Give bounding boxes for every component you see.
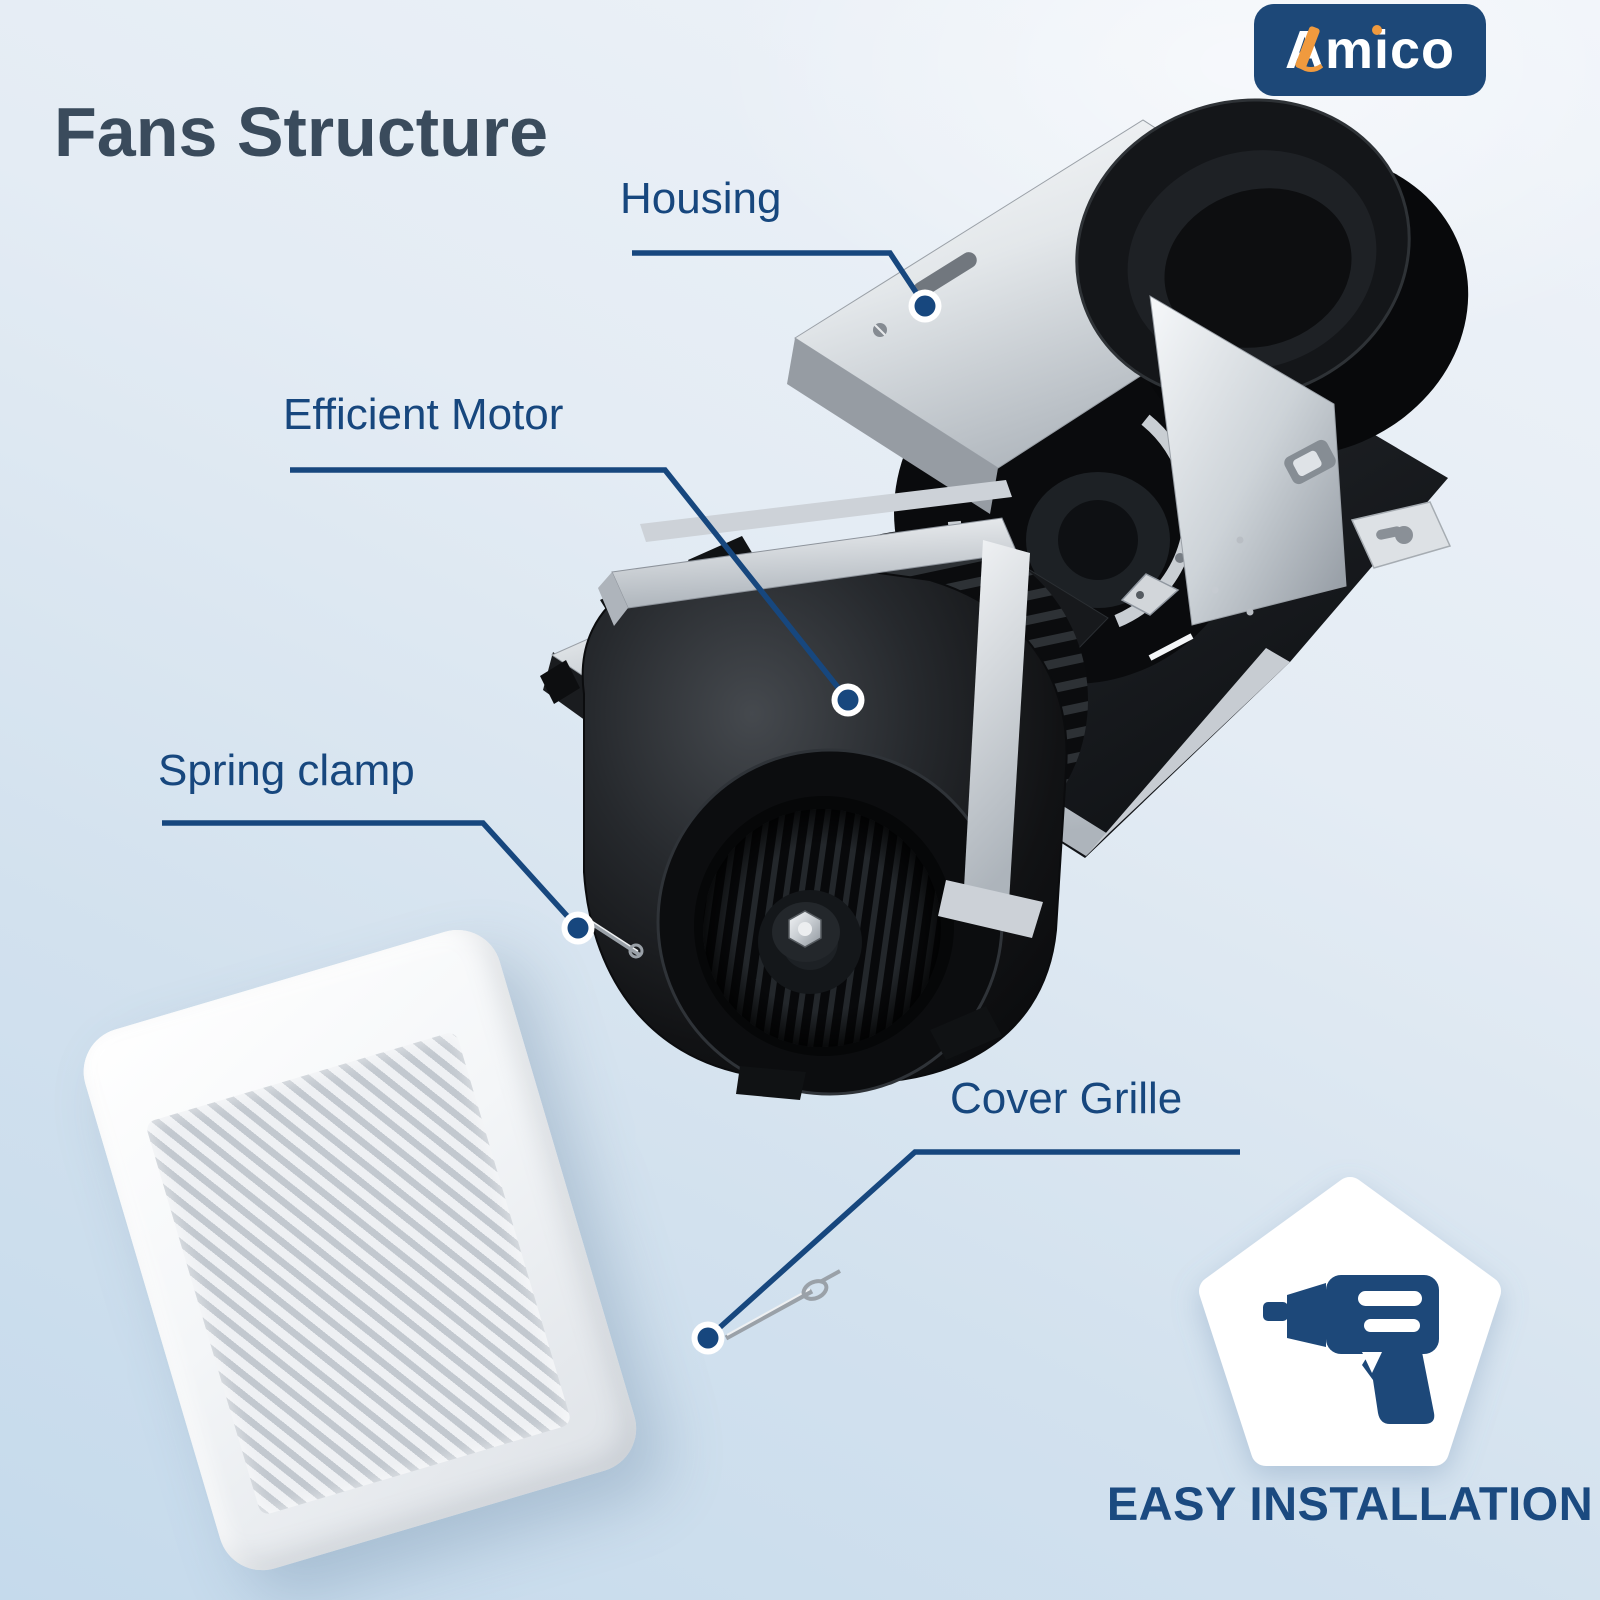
brand-logo-text: Amico — [1285, 19, 1455, 81]
logo-smile-accent — [1294, 45, 1327, 72]
brand-logo: Amico — [1254, 4, 1486, 96]
cover-grille-callout-line — [706, 1149, 1240, 1341]
page-title: Fans Structure — [54, 93, 548, 171]
easy-installation-badge — [1199, 1177, 1501, 1466]
cover-grille-image — [73, 919, 647, 1581]
cover-grille-label: Cover Grille — [950, 1074, 1183, 1123]
spring-clamp-label: Spring clamp — [158, 746, 415, 795]
motor-blower-image — [540, 480, 1088, 1100]
housing-callout-line — [632, 250, 928, 308]
spring-clamp-callout-line — [162, 820, 581, 930]
callout-dots — [561, 289, 942, 1355]
grille-slats — [144, 1030, 573, 1517]
logo-i-dot-accent — [1371, 25, 1382, 35]
easy-installation-caption: EASY INSTALLATION — [1106, 1477, 1594, 1530]
efficient-motor-label: Efficient Motor — [283, 390, 564, 439]
housing-label: Housing — [620, 174, 782, 223]
spring-clamp-image — [584, 917, 841, 1341]
motor-callout-line — [290, 467, 851, 702]
power-drill-icon — [1263, 1275, 1439, 1424]
housing-image — [787, 98, 1469, 858]
